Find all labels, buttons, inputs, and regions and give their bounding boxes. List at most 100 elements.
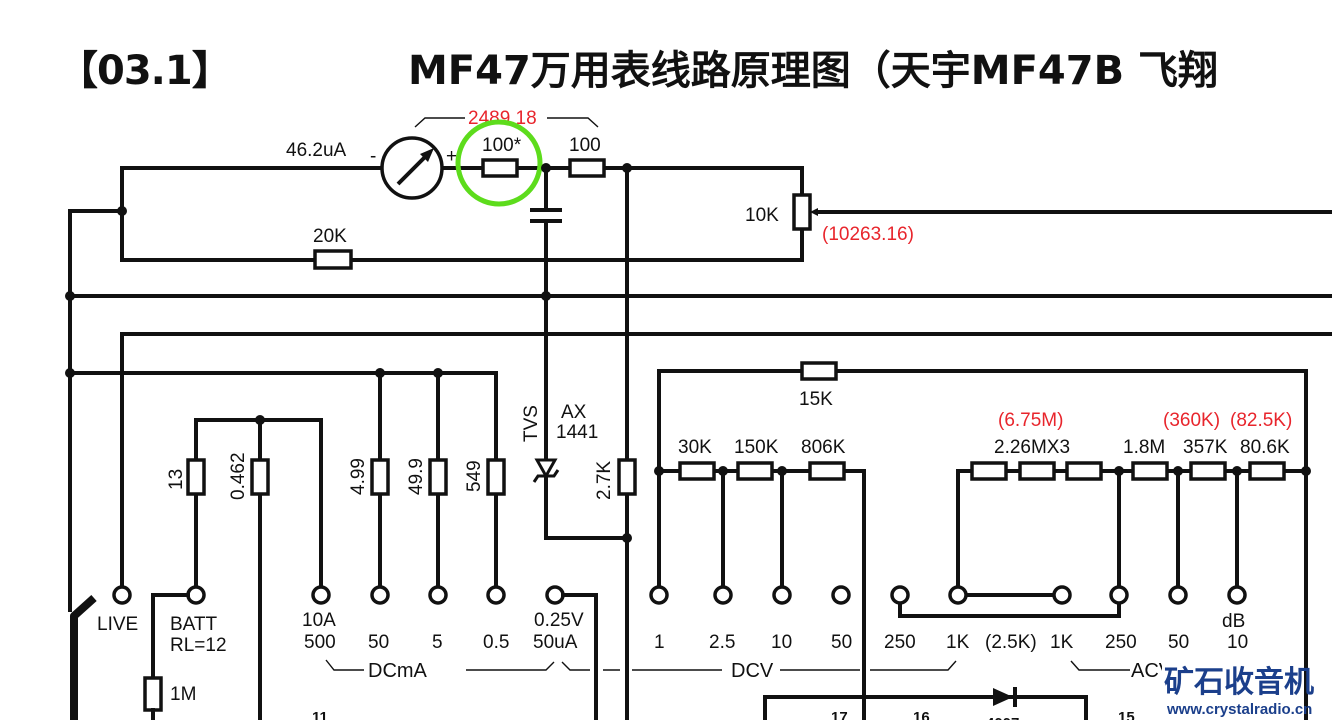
watermark-bg xyxy=(1162,656,1332,720)
label-dcv-1: 1 xyxy=(654,632,665,653)
label-db: dB xyxy=(1222,611,1245,632)
resistor-806k-label: 806K xyxy=(801,437,846,458)
bus-lines xyxy=(65,166,1332,720)
resistor-15k xyxy=(800,361,838,381)
terminal-live[interactable] xyxy=(112,585,132,605)
label-acv-10: 10 xyxy=(1227,632,1248,653)
resistor-1-8m-label: 1.8M xyxy=(1123,437,1165,458)
terminal-batt[interactable] xyxy=(186,585,206,605)
resistor-13 xyxy=(186,458,206,496)
resistor-549-label: 549 xyxy=(464,460,485,492)
total-bracket-right xyxy=(547,117,599,128)
resistor-4-99 xyxy=(370,458,390,496)
label-10a: 10A xyxy=(302,610,336,631)
diode-part-label: 4007 xyxy=(986,715,1019,720)
page-title: MF47万用表线路原理图（天宇MF47B 飞翔 xyxy=(408,48,1218,94)
label-1k: 1K xyxy=(946,632,970,653)
label-dcv-2-5: 2.5 xyxy=(709,632,735,653)
dcma-shunts xyxy=(194,371,498,720)
label-dcv-10: 10 xyxy=(771,632,792,653)
resistor-100-label: 100 xyxy=(569,135,601,156)
terminal-dcv-1k[interactable] xyxy=(948,585,968,605)
label-2-5k: (2.5K) xyxy=(985,632,1037,653)
terminal-acv-50[interactable] xyxy=(1168,585,1188,605)
label-dcma-50: 50 xyxy=(368,632,389,653)
ammeter-icon xyxy=(380,136,444,200)
resistor-806k xyxy=(808,461,846,481)
resistor-13-label: 13 xyxy=(166,469,187,490)
label-dcma-5: 5 xyxy=(432,632,443,653)
wire-batt xyxy=(151,593,190,680)
watermark-name: 矿石收音机 xyxy=(1164,665,1314,700)
switch-terminals xyxy=(112,585,1247,605)
label-dcma-0-5: 0.5 xyxy=(483,632,509,653)
group-label-dcma: DCmA xyxy=(368,660,428,682)
resistor-80-6k xyxy=(1248,461,1286,481)
resistor-2-7k xyxy=(617,458,637,496)
resistor-30k-label: 30K xyxy=(678,437,712,458)
ax-label: AX xyxy=(561,402,587,423)
group-label-dcv: DCV xyxy=(731,660,774,682)
resistor-20k xyxy=(313,249,353,270)
diode-loop xyxy=(763,687,1088,720)
resistor-357k-label: 357K xyxy=(1183,437,1228,458)
resistor-100-star xyxy=(481,158,519,178)
highlight-circle xyxy=(455,119,543,207)
label-0-25v: 0.25V xyxy=(534,610,584,631)
resistor-20k-label: 20K xyxy=(313,226,347,247)
terminal-500ma[interactable] xyxy=(311,585,331,605)
switch-number-17: 17 xyxy=(831,709,848,720)
label-50ua: 50uA xyxy=(533,632,578,653)
resistor-49-9-label: 49.9 xyxy=(406,458,427,495)
terminal-acv-250[interactable] xyxy=(1109,585,1129,605)
terminal-dcv-50[interactable] xyxy=(831,585,851,605)
resistor-30k xyxy=(678,461,716,481)
total-bracket-left xyxy=(414,117,465,128)
resistor-4-99-label: 4.99 xyxy=(348,458,369,495)
meter-current-label: 46.2uA xyxy=(286,140,347,161)
label-acv-1k: 1K xyxy=(1050,632,1074,653)
pot-measured-value: (10263.16) xyxy=(822,224,914,245)
resistor-15k-label: 15K xyxy=(799,389,833,410)
switch-number-16: 16 xyxy=(913,709,930,720)
group-braces xyxy=(325,659,1130,671)
terminal-50ua[interactable] xyxy=(545,585,565,605)
switch-wiper-icon[interactable] xyxy=(68,595,97,720)
resistor-2-7k-label: 2.7K xyxy=(594,461,615,500)
capacitor-icon xyxy=(530,166,562,462)
acv-chain-label: 2.26MX3 xyxy=(994,437,1070,458)
label-dcv-50: 50 xyxy=(831,632,852,653)
pot-10k-label: 10K xyxy=(745,205,779,226)
switch-number-11: 11 xyxy=(312,709,328,720)
resistor-150k-label: 150K xyxy=(734,437,779,458)
terminal-50ma[interactable] xyxy=(370,585,390,605)
terminal-acv-1k[interactable] xyxy=(1052,585,1072,605)
resistor-100-star-label: 100* xyxy=(482,135,522,156)
resistor-80-6k-label: 80.6K xyxy=(1240,437,1290,458)
resistor-100 xyxy=(568,158,606,178)
terminal-5ma[interactable] xyxy=(428,585,448,605)
label-batt-rl: RL=12 xyxy=(170,635,227,656)
resistor-2-26m-c xyxy=(1065,461,1103,481)
terminal-dcv-250[interactable] xyxy=(890,585,910,605)
terminal-acv-10[interactable] xyxy=(1227,585,1247,605)
resistor-357k xyxy=(1189,461,1227,481)
resistor-150k xyxy=(736,461,774,481)
label-live: LIVE xyxy=(97,614,138,635)
acv-chain-measured: (6.75M) xyxy=(998,410,1063,431)
resistor-1m xyxy=(143,676,163,712)
resistor-549 xyxy=(486,458,506,496)
label-acv-250: 250 xyxy=(1105,632,1137,653)
wire-50ua xyxy=(561,593,598,720)
section-number: 【03.1】 xyxy=(58,48,232,94)
resistor-0-462 xyxy=(250,458,270,496)
terminal-0-5ma[interactable] xyxy=(486,585,506,605)
terminal-dcv-10[interactable] xyxy=(772,585,792,605)
terminal-dcv-2-5[interactable] xyxy=(713,585,733,605)
terminal-dcv-1[interactable] xyxy=(649,585,669,605)
ax-part-number: 1441 xyxy=(556,422,598,443)
diode-icon xyxy=(993,688,1013,706)
label-dcma-500: 500 xyxy=(304,632,336,653)
switch-number-15: 15 xyxy=(1118,709,1135,720)
